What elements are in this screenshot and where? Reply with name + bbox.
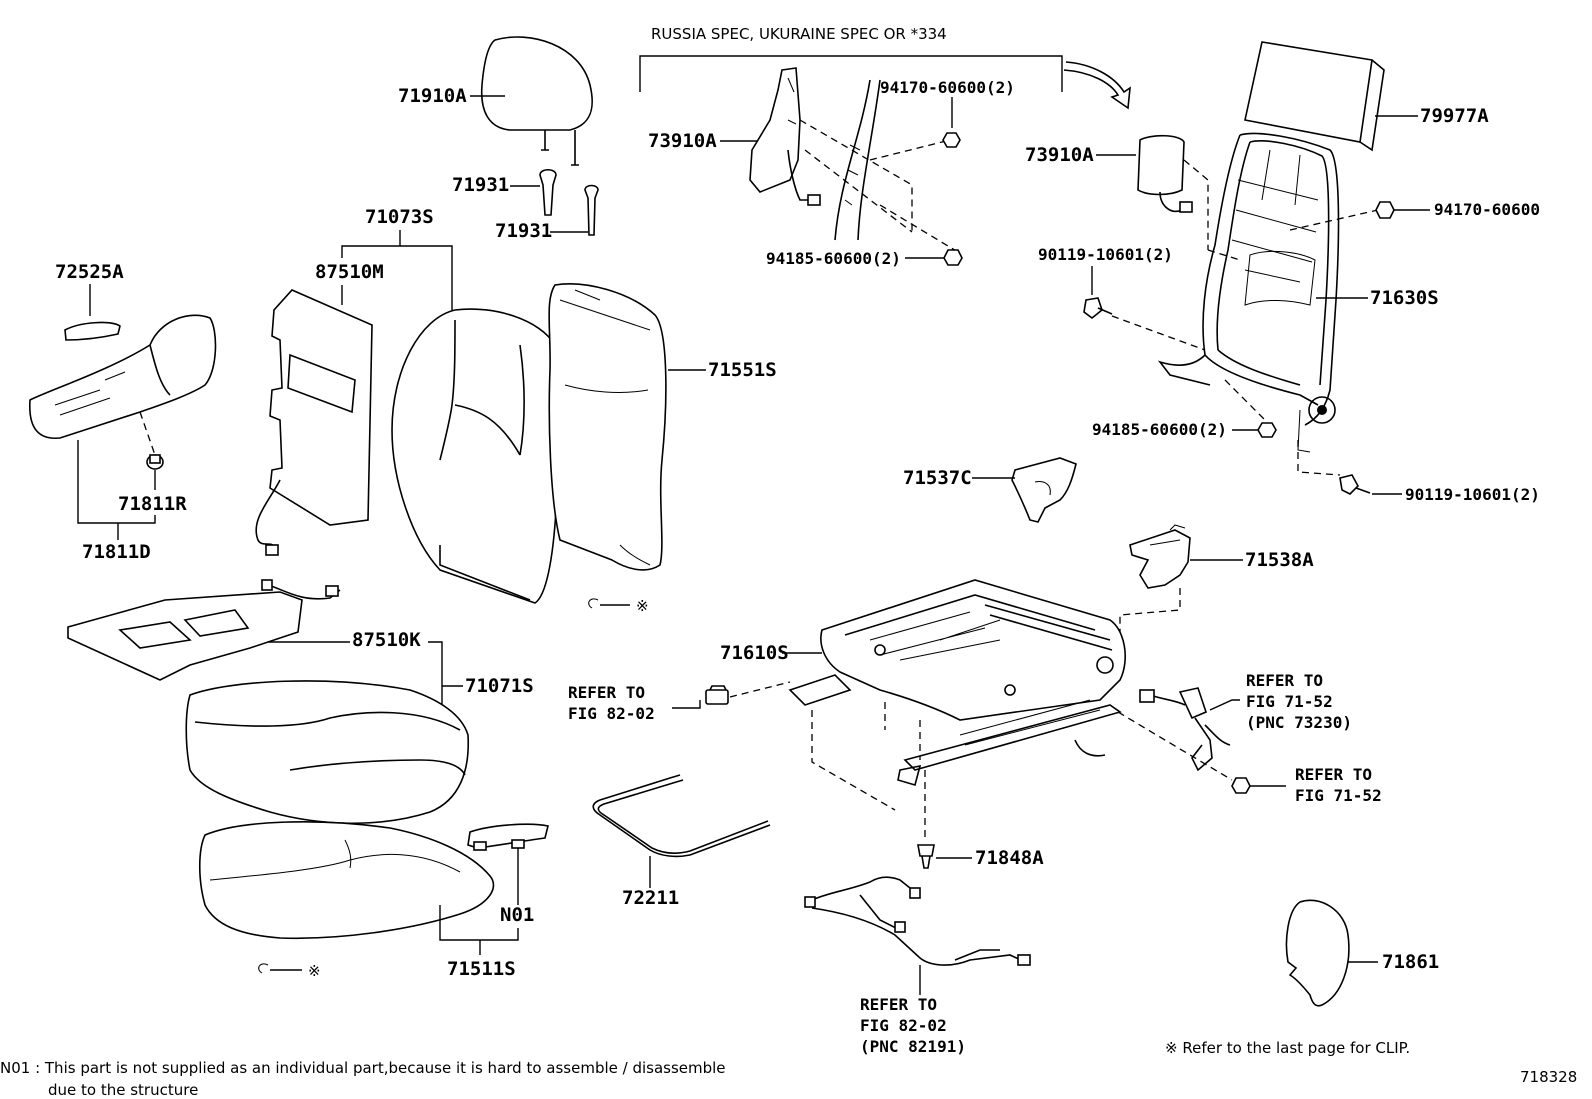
headrest-guide-illustration xyxy=(539,168,599,236)
part-label-71610S: 71610S xyxy=(720,642,789,664)
ref-fig8202-left-line2: FIG 82-02 xyxy=(568,704,655,723)
clip-71848A-illustration xyxy=(917,844,935,869)
nut-refer-7152 xyxy=(1231,777,1251,794)
bracket-71537C-illustration xyxy=(1011,457,1077,523)
connector-8202-left xyxy=(705,685,729,705)
part-label-72525A: 72525A xyxy=(55,261,124,283)
part-label-71931-lower: 71931 xyxy=(495,220,552,242)
part-label-90119-10601-2-top: 90119-10601(2) xyxy=(1038,245,1173,264)
part-label-71537C: 71537C xyxy=(903,467,972,489)
clip-note: ※ Refer to the last page for CLIP. xyxy=(1165,1039,1410,1057)
part-label-71073S: 71073S xyxy=(365,206,434,228)
nut-94170-right xyxy=(1375,201,1395,219)
figure-number: 718328 xyxy=(1520,1068,1577,1086)
n01-retainer-illustration xyxy=(467,823,549,851)
ref-fig7152-line2: FIG 71-52 xyxy=(1295,786,1382,805)
part-label-73910A-right: 73910A xyxy=(1025,144,1094,166)
part-label-71538A: 71538A xyxy=(1245,549,1314,571)
part-label-87510M: 87510M xyxy=(315,261,384,283)
seatback-cover-illustration xyxy=(548,283,667,571)
bracket-71538A-illustration xyxy=(1129,524,1191,589)
part-label-72211: 72211 xyxy=(622,887,679,909)
side-airbag-left-illustration xyxy=(749,67,821,206)
seat-heater-illustration xyxy=(67,579,341,681)
transition-arrow xyxy=(1063,61,1131,110)
ref-fig8202-bottom-line1: REFER TO xyxy=(860,995,937,1014)
part-label-71931-upper: 71931 xyxy=(452,174,509,196)
side-airbag-right-illustration xyxy=(1137,134,1193,213)
part-label-90119-10601-2-bottom: 90119-10601(2) xyxy=(1405,485,1540,504)
seat-wire-illustration xyxy=(592,774,771,858)
part-label-94170-60600-2: 94170-60600(2) xyxy=(880,78,1015,97)
cover-71861-illustration xyxy=(1285,899,1350,1007)
spec-bracket: RUSSIA SPEC, UKURAINE SPEC OR *334 xyxy=(639,25,1063,92)
part-label-71071S: 71071S xyxy=(465,675,534,697)
seatbelt-buckle-illustration xyxy=(1139,687,1231,772)
clip-mark-upper: ※ xyxy=(588,597,649,615)
part-label-79977A: 79977A xyxy=(1420,105,1489,127)
side-shield-illustration xyxy=(29,314,217,440)
screw-71811R xyxy=(146,454,164,470)
part-label-71811R: 71811R xyxy=(118,493,187,515)
headrest-illustration xyxy=(480,36,594,166)
part-label-94185-60600-2-top: 94185-60600(2) xyxy=(766,249,901,268)
wire-harness-illustration xyxy=(804,876,1031,966)
part-label-71861: 71861 xyxy=(1382,951,1439,973)
part-label-71848A: 71848A xyxy=(975,847,1044,869)
seatback-heater-illustration xyxy=(255,289,373,556)
nut-94185-right xyxy=(1257,422,1277,438)
seat-cushion-cover-illustration xyxy=(199,821,495,940)
frame-side-left-illustration xyxy=(834,79,881,241)
bolt-90119-top xyxy=(1083,297,1113,320)
seat-cushion-pad-illustration xyxy=(185,680,470,825)
part-label-71811D: 71811D xyxy=(82,541,151,563)
ref-fig7152-pnc-line2: FIG 71-52 xyxy=(1246,692,1333,711)
part-label-94170-60600: 94170-60600 xyxy=(1434,200,1540,219)
ref-fig8202-left-line1: REFER TO xyxy=(568,683,645,702)
side-cover-knob-illustration xyxy=(64,321,121,341)
part-label-71910A: 71910A xyxy=(398,85,467,107)
svg-text:※: ※ xyxy=(308,962,321,980)
n01-note-line1: N01 : This part is not supplied as an in… xyxy=(0,1059,726,1077)
back-frame-illustration xyxy=(1157,132,1340,453)
ref-fig8202-bottom-line3: (PNC 82191) xyxy=(860,1037,966,1056)
seatback-cushion-illustration xyxy=(391,308,563,604)
n01-note-line2: due to the structure xyxy=(48,1081,198,1099)
back-pad-79977A-illustration xyxy=(1244,41,1385,152)
ref-fig7152-pnc-line1: REFER TO xyxy=(1246,671,1323,690)
part-label-94185-60600-2-right: 94185-60600(2) xyxy=(1092,420,1227,439)
ref-fig8202-bottom-line2: FIG 82-02 xyxy=(860,1016,947,1035)
nut-94170-left xyxy=(942,132,961,148)
clip-mark-lower: ※ xyxy=(258,962,321,980)
part-label-73910A-left: 73910A xyxy=(648,130,717,152)
part-label-87510K: 87510K xyxy=(352,629,421,651)
ref-fig7152-pnc-line3: (PNC 73230) xyxy=(1246,713,1352,732)
ref-fig7152-line1: REFER TO xyxy=(1295,765,1372,784)
spec-note: RUSSIA SPEC, UKURAINE SPEC OR *334 xyxy=(651,25,947,43)
bolt-90119-bottom xyxy=(1339,474,1371,495)
svg-text:※: ※ xyxy=(636,597,649,615)
part-label-71630S: 71630S xyxy=(1370,287,1439,309)
part-label-N01: N01 xyxy=(500,904,534,926)
part-label-71551S: 71551S xyxy=(708,359,777,381)
seat-track-frame-illustration xyxy=(788,579,1126,786)
part-label-71511S: 71511S xyxy=(447,958,516,980)
nut-94185-top xyxy=(943,249,963,266)
